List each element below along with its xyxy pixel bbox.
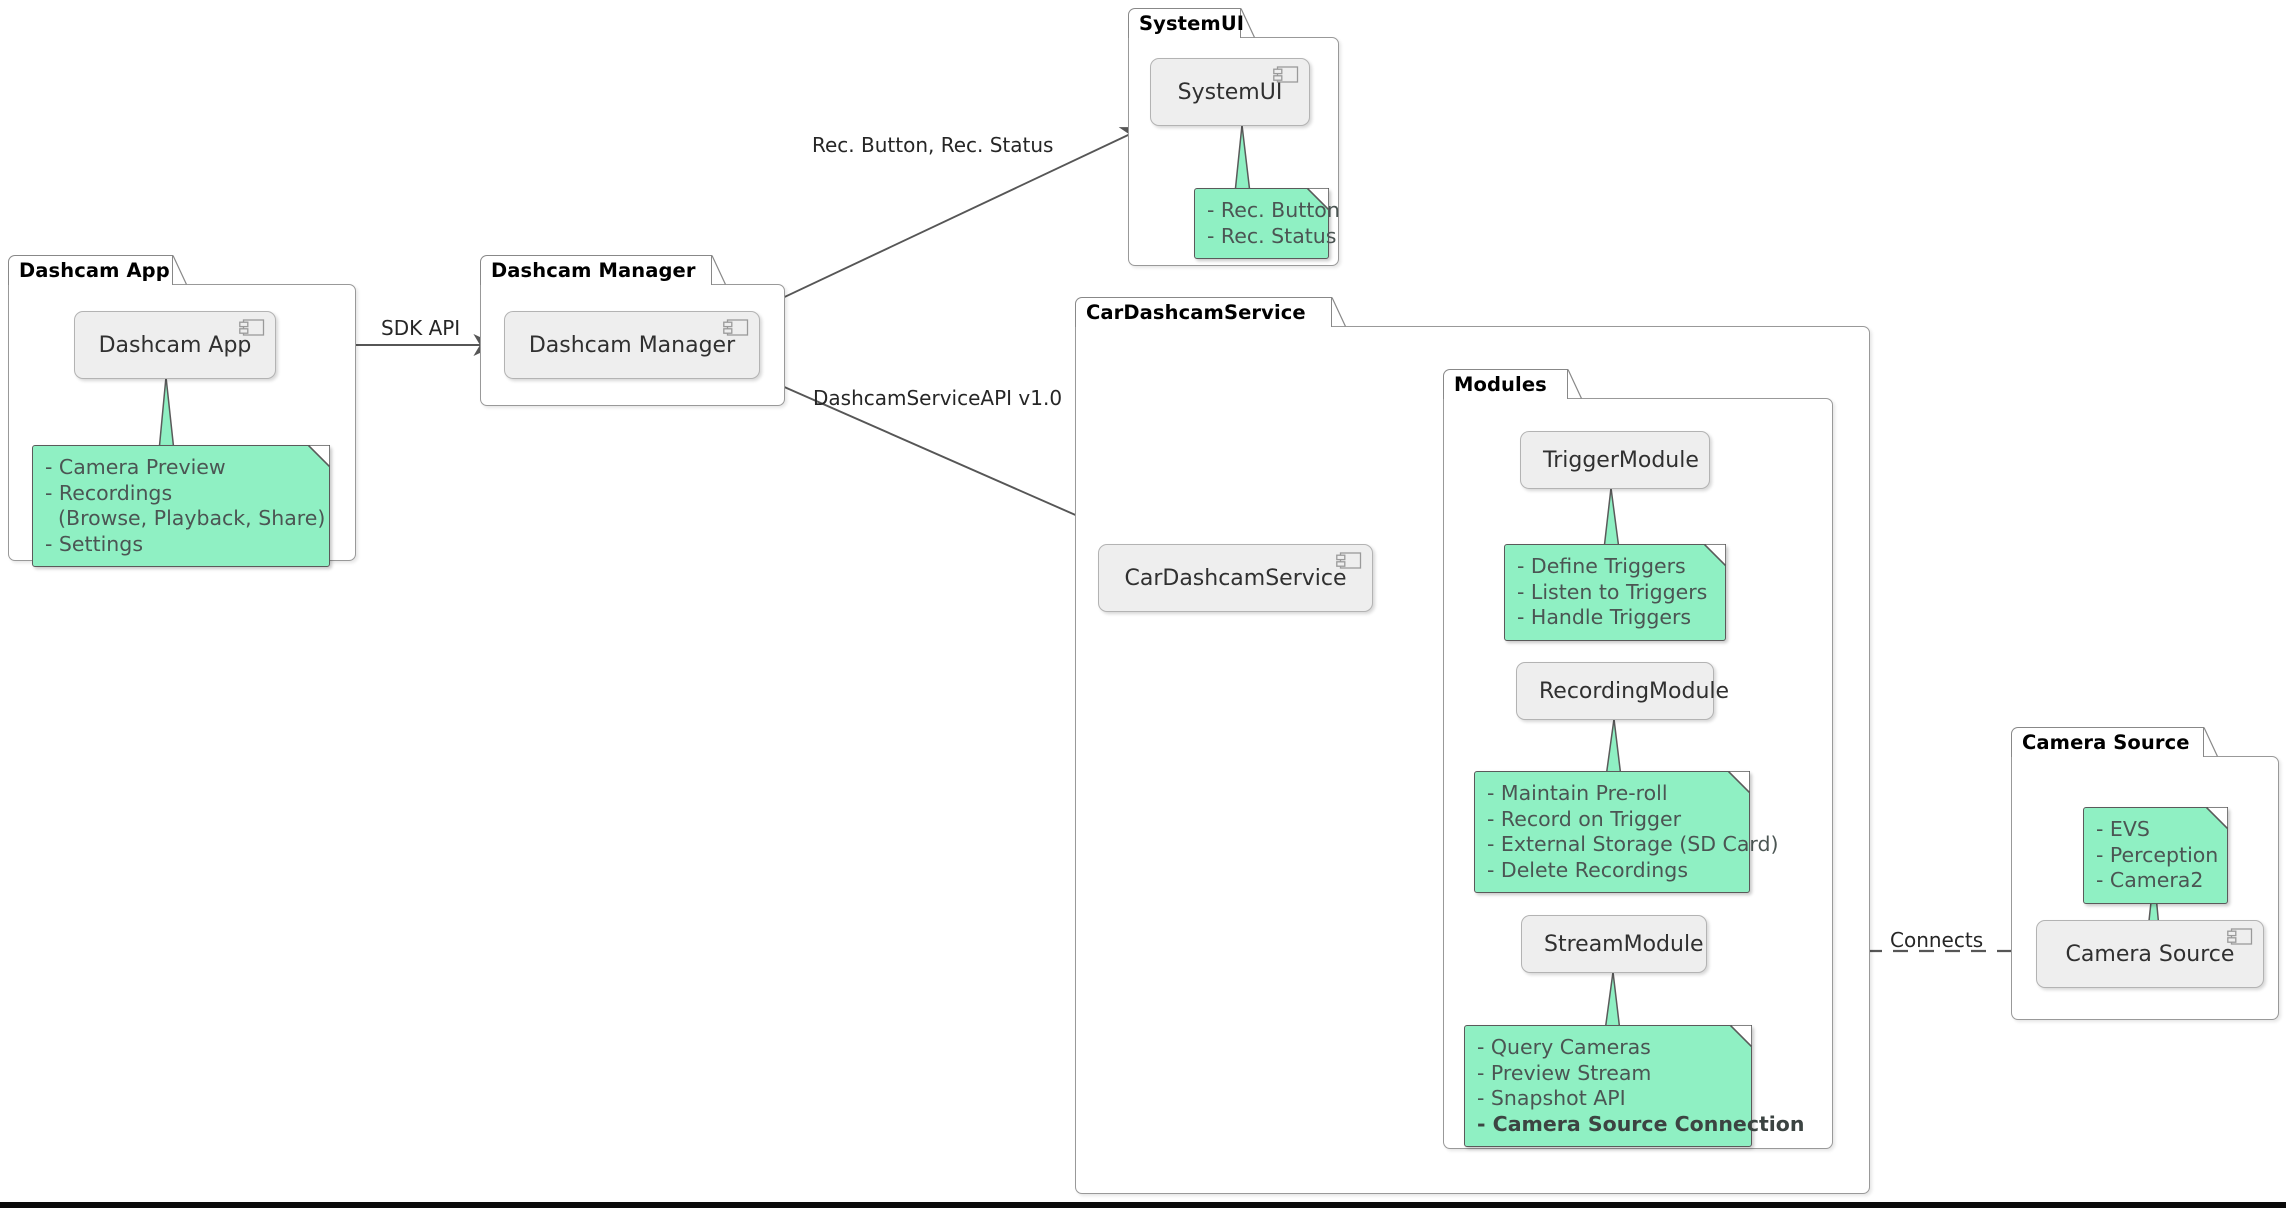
note-system-ui: - Rec. Button - Rec. Status bbox=[1194, 187, 1340, 259]
package-modules-tab-corner bbox=[1568, 369, 1582, 399]
package-car-dashcam-service: CarDashcamService CarDashcamService Modu… bbox=[1075, 297, 1870, 1194]
package-dashcam-manager-tab: Dashcam Manager bbox=[480, 255, 712, 285]
note-line: - Handle Triggers bbox=[1517, 605, 1692, 629]
note-line: - Camera2 bbox=[2096, 868, 2204, 892]
package-dashcam-app-tab-corner bbox=[173, 255, 187, 285]
package-camera-source-tab: Camera Source bbox=[2011, 727, 2204, 757]
edge-label-rec-button-status: Rec. Button, Rec. Status bbox=[812, 133, 1054, 157]
component-icon bbox=[2227, 928, 2253, 946]
package-dashcam-app-label: Dashcam App bbox=[19, 259, 170, 282]
component-dashcam-manager-label: Dashcam Manager bbox=[528, 332, 736, 358]
package-camera-source: Camera Source - EVS - Perception - Camer… bbox=[2011, 727, 2279, 1020]
note-line: - Perception bbox=[2096, 842, 2219, 867]
note-line: - Preview Stream bbox=[1477, 1060, 1652, 1085]
package-dashcam-app: Dashcam App Dashcam App - Camera bbox=[8, 255, 356, 567]
component-trigger-module[interactable]: TriggerModule bbox=[1520, 431, 1710, 489]
package-modules-label: Modules bbox=[1454, 373, 1547, 396]
note-line: - EVS bbox=[2096, 817, 2150, 841]
package-camera-source-tab-corner bbox=[2204, 727, 2218, 757]
note-line: - Settings bbox=[45, 531, 143, 556]
component-icon bbox=[723, 319, 749, 337]
component-recording-module-label: RecordingModule bbox=[1539, 678, 1730, 704]
bottom-bar bbox=[0, 1202, 2286, 1208]
note-trigger-module: - Define Triggers - Listen to Triggers -… bbox=[1504, 543, 1727, 641]
package-modules: Modules TriggerModule - Define Triggers bbox=[1443, 369, 1833, 1149]
note-fold-icon bbox=[1702, 543, 1727, 568]
component-car-dashcam-service-label: CarDashcamService bbox=[1124, 565, 1347, 591]
note-line: - Record on Trigger bbox=[1487, 806, 1682, 831]
package-system-ui-tab: SystemUI bbox=[1128, 8, 1245, 38]
note-fold-icon bbox=[1728, 1024, 1753, 1049]
note-line: - Snapshot API bbox=[1477, 1086, 1626, 1110]
note-fold-icon bbox=[306, 444, 331, 469]
component-dashcam-manager[interactable]: Dashcam Manager bbox=[504, 311, 760, 379]
package-dashcam-manager-label: Dashcam Manager bbox=[491, 259, 696, 282]
note-line: - Rec. Status bbox=[1207, 223, 1337, 248]
component-system-ui[interactable]: SystemUI bbox=[1150, 58, 1310, 126]
component-trigger-module-label: TriggerModule bbox=[1543, 447, 1699, 473]
note-line: - Query Cameras bbox=[1477, 1035, 1651, 1059]
package-dashcam-manager-tab-corner bbox=[712, 255, 726, 285]
note-line: - Delete Recordings bbox=[1487, 857, 1688, 882]
component-icon bbox=[239, 319, 265, 337]
note-line: - Maintain Pre-roll bbox=[1487, 781, 1668, 805]
component-dashcam-app[interactable]: Dashcam App bbox=[74, 311, 276, 379]
package-system-ui-label: SystemUI bbox=[1139, 12, 1245, 35]
note-line: - Camera Preview bbox=[45, 455, 226, 479]
package-system-ui: SystemUI SystemUI - Rec. Button bbox=[1128, 8, 1340, 266]
package-car-dashcam-service-label: CarDashcamService bbox=[1086, 301, 1306, 324]
note-line: - Listen to Triggers bbox=[1517, 579, 1708, 604]
package-modules-tab: Modules bbox=[1443, 369, 1568, 399]
note-fold-icon bbox=[2204, 806, 2229, 831]
note-line: - Rec. Button bbox=[1207, 198, 1340, 222]
note-line: - Define Triggers bbox=[1517, 554, 1686, 578]
note-line: (Browse, Playback, Share) bbox=[45, 506, 326, 530]
edge-label-dashcam-service-api: DashcamServiceAPI v1.0 bbox=[813, 386, 1063, 410]
note-camera-source: - EVS - Perception - Camera2 bbox=[2083, 806, 2229, 904]
package-dashcam-manager: Dashcam Manager Dashcam Manager bbox=[480, 255, 785, 406]
edge-label-connects: Connects bbox=[1890, 928, 1984, 952]
component-icon bbox=[1336, 552, 1362, 570]
component-recording-module[interactable]: RecordingModule bbox=[1516, 662, 1730, 720]
note-recording-module: - Maintain Pre-roll - Record on Trigger … bbox=[1474, 770, 1779, 893]
note-dashcam-app: - Camera Preview - Recordings (Browse, P… bbox=[32, 444, 331, 567]
package-dashcam-app-tab: Dashcam App bbox=[8, 255, 173, 285]
component-dashcam-app-label: Dashcam App bbox=[98, 332, 252, 358]
component-car-dashcam-service[interactable]: CarDashcamService bbox=[1098, 544, 1373, 612]
package-car-dashcam-service-tab: CarDashcamService bbox=[1075, 297, 1332, 327]
component-icon bbox=[1273, 66, 1299, 84]
package-camera-source-label: Camera Source bbox=[2022, 731, 2190, 754]
note-line: - Camera Source Connection bbox=[1477, 1111, 1805, 1136]
note-line: - External Storage (SD Card) bbox=[1487, 832, 1779, 856]
package-car-dashcam-service-tab-corner bbox=[1332, 297, 1346, 327]
note-line: - Recordings bbox=[45, 480, 173, 505]
component-system-ui-label: SystemUI bbox=[1177, 79, 1283, 105]
edge-label-sdk-api: SDK API bbox=[381, 316, 461, 340]
note-fold-icon bbox=[1305, 187, 1330, 212]
package-system-ui-tab-corner bbox=[1241, 8, 1255, 38]
component-camera-source[interactable]: Camera Source bbox=[2036, 920, 2264, 988]
component-stream-module-label: StreamModule bbox=[1544, 931, 1704, 957]
note-fold-icon bbox=[1726, 770, 1751, 795]
component-stream-module[interactable]: StreamModule bbox=[1521, 915, 1707, 973]
note-stream-module: - Query Cameras - Preview Stream - Snaps… bbox=[1464, 1024, 1805, 1147]
